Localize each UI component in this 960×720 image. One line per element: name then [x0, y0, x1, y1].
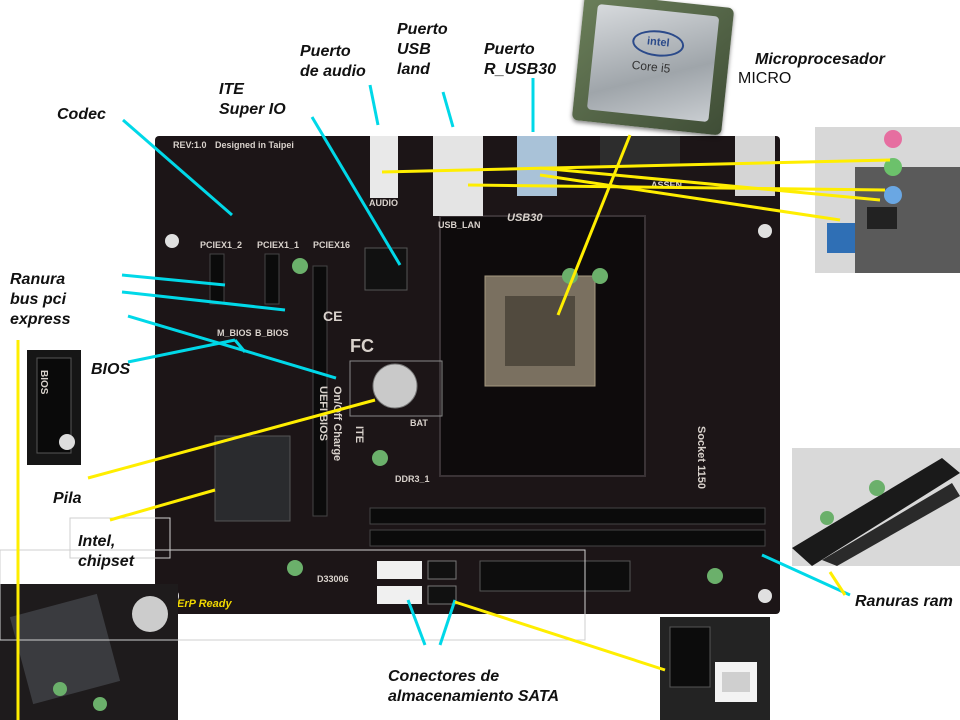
vga-port: [600, 136, 680, 166]
silk-mbios: M_BIOS: [217, 328, 252, 338]
pcie-x1-slot-1: [264, 253, 280, 305]
leader-usb-lan: [441, 91, 455, 128]
chipset-artwork: [0, 584, 178, 720]
silk-bios-card: BIOS: [38, 370, 49, 395]
bios-chip-photo: BIOS: [27, 350, 81, 465]
motherboard: Designed in Taipei REV:1.0 AUDIO USB_LAN…: [155, 136, 780, 614]
capacitor: [592, 268, 608, 284]
label-battery: Pila: [53, 490, 82, 507]
sata-port-2: [377, 586, 422, 604]
intel-logo: intel: [630, 27, 686, 60]
sata-port-1: [377, 561, 422, 579]
ram-slots-artwork: [792, 448, 960, 566]
label-bios: BIOS: [91, 361, 131, 378]
bios-chip-artwork: [36, 357, 75, 454]
cpu-photo: intel Core i5: [571, 0, 735, 136]
silk-d33006: D33006: [317, 574, 349, 584]
silk-rev: REV:1.0: [173, 140, 207, 150]
sata-port-3: [427, 560, 457, 580]
usb-lan-block: [433, 136, 483, 216]
silk-pciex1-2: PCIEX1_2: [200, 240, 243, 250]
silk-assem: ASSEN: [651, 180, 683, 190]
chipset-heatsink: [214, 435, 291, 522]
label-usb30-port: Puerto R_USB30: [484, 41, 557, 78]
silk-designed: Designed in Taipei: [215, 140, 294, 150]
label-chipset: Intel, chipset: [78, 533, 135, 570]
power-connector: [735, 136, 775, 196]
silk-pciex1-1: PCIEX1_1: [257, 240, 300, 250]
chipset-photo: [0, 584, 178, 720]
label-pcie-slot: Ranura bus pci express: [10, 271, 71, 328]
silk-usb30: USB30: [507, 212, 543, 224]
io-panel-photo: [815, 127, 960, 273]
capacitor: [562, 268, 578, 284]
label-sata-connectors: Conectores de almacenamiento SATA: [388, 668, 560, 705]
mount-hole: [758, 224, 772, 238]
silk-ddr: DDR3_1: [395, 474, 430, 484]
mount-hole: [165, 234, 179, 248]
label-ram-slots: Ranuras ram: [855, 593, 953, 610]
audio-port-block: [370, 136, 398, 198]
silk-onoff: On/Off Charge: [331, 386, 343, 462]
silk-bat: BAT: [410, 418, 428, 428]
audio-jack-pink: [884, 130, 902, 148]
silk-erp: ErP Ready: [177, 598, 232, 610]
silk-ite: ITE: [353, 426, 365, 444]
leader-ram-photo: [828, 571, 847, 596]
capacitor: [292, 258, 308, 274]
label-usb-lan-port: Puerto USB land: [397, 21, 448, 78]
ite-super-io-chip: [364, 247, 408, 291]
silk-uefi: UEFI BIOS: [317, 386, 329, 442]
silk-usb-lan: USB_LAN: [438, 220, 481, 230]
usb30-block: [517, 136, 557, 196]
silk-socket: Socket 1150: [695, 426, 707, 489]
silk-bbios: B_BIOS: [255, 328, 289, 338]
label-codec: Codec: [57, 106, 106, 123]
silk-pciex16: PCIEX16: [313, 240, 351, 250]
silk-fc: FC: [350, 336, 374, 356]
ram-slot-2: [369, 529, 766, 547]
atx-24pin: [479, 560, 631, 592]
label-audio-port: Puerto de audio: [300, 43, 366, 80]
ram-slot-1: [369, 507, 766, 525]
ram-slots-photo: [792, 448, 960, 566]
usb3-ports: [827, 223, 855, 253]
cpu-model-text: Core i5: [631, 57, 672, 76]
mount-hole: [758, 589, 772, 603]
silk-audio: AUDIO: [369, 198, 398, 208]
label-microprocessor: Microprocesador: [755, 51, 885, 68]
sata-connectors-photo: [660, 617, 770, 720]
cpu-socket-pins: [505, 296, 575, 366]
capacitor: [372, 450, 388, 466]
capacitor: [707, 568, 723, 584]
label-micro: MICRO: [738, 70, 792, 87]
silk-ce: CE: [323, 308, 343, 324]
pcie-x1-slot-2: [209, 253, 225, 305]
audio-jack-green: [884, 158, 902, 176]
cpu-heatspreader: intel Core i5: [586, 3, 720, 123]
cmos-battery: [372, 363, 418, 409]
motherboard-artwork: [165, 136, 775, 605]
sata-port-4: [427, 585, 457, 605]
audio-jack-blue: [884, 186, 902, 204]
usb-ports: [867, 207, 897, 229]
capacitor: [287, 560, 303, 576]
io-panel-artwork: [815, 127, 960, 273]
sata-artwork: [660, 617, 770, 720]
label-ite-super-io: ITE Super IO: [219, 81, 286, 118]
battery-holder: [349, 360, 443, 417]
leader-audio: [368, 84, 380, 126]
